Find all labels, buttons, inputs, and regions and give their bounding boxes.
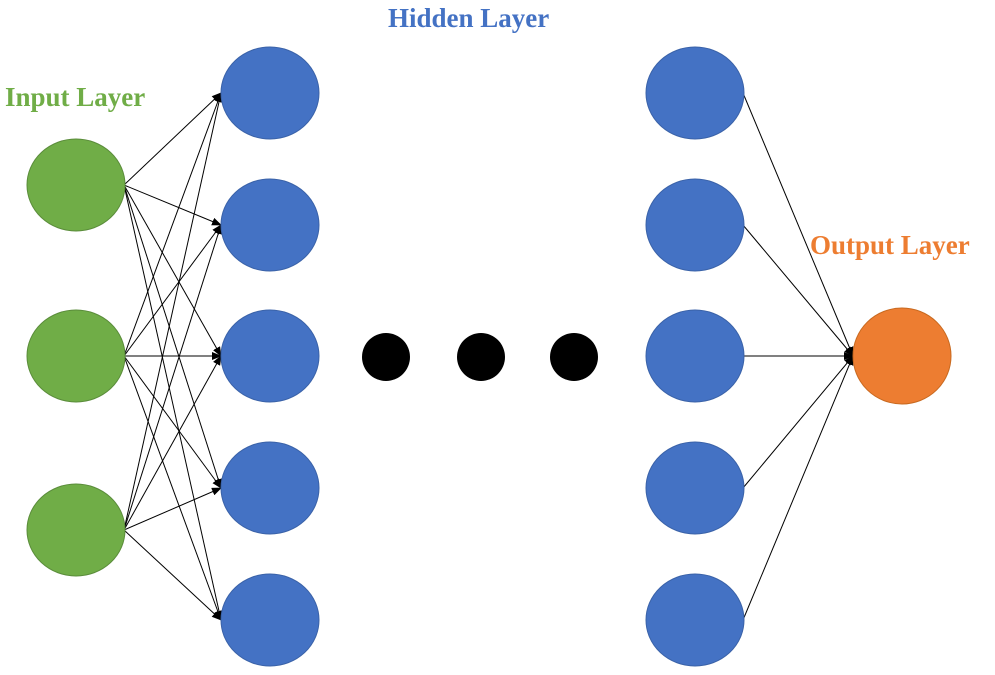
input-layer-label: Input Layer (5, 82, 146, 112)
edge-input-to-hidden (123, 487, 222, 531)
edge-hidden-to-output (742, 355, 854, 489)
edge-input-to-hidden (123, 355, 222, 489)
edge-input-to-hidden (123, 184, 222, 357)
hidden-node (645, 46, 745, 140)
connections (123, 92, 854, 621)
hidden-node (645, 573, 745, 667)
input-node (26, 138, 126, 232)
edge-input-to-hidden (123, 224, 222, 357)
hidden-node (220, 178, 320, 272)
edge-input-to-hidden (123, 355, 222, 621)
output-layer-label: Output Layer (810, 230, 970, 260)
edge-input-to-hidden (123, 355, 222, 531)
edge-hidden-to-output (742, 224, 854, 357)
hidden-node (645, 441, 745, 535)
edge-hidden-to-output (742, 92, 854, 357)
hidden-layer-label: Hidden Layer (388, 3, 550, 33)
hidden-node (220, 309, 320, 403)
nodes (26, 46, 952, 667)
input-node (26, 483, 126, 577)
hidden-node (645, 178, 745, 272)
ellipsis-dot (550, 333, 598, 381)
edge-input-to-hidden (123, 92, 223, 531)
hidden-node (220, 441, 320, 535)
edge-input-to-hidden (123, 92, 222, 186)
edge-input-to-hidden (123, 184, 223, 621)
edge-input-to-hidden (123, 184, 223, 489)
edge-input-to-hidden (123, 224, 223, 531)
output-node (852, 307, 952, 405)
hidden-node (645, 309, 745, 403)
edge-input-to-hidden (123, 529, 222, 621)
ellipsis-dot (362, 333, 410, 381)
hidden-node (220, 573, 320, 667)
edge-input-to-hidden (123, 184, 222, 226)
input-node (26, 309, 126, 403)
edge-hidden-to-output (742, 355, 854, 621)
ellipsis-dot (457, 333, 505, 381)
hidden-node (220, 46, 320, 140)
edge-input-to-hidden (123, 92, 222, 357)
